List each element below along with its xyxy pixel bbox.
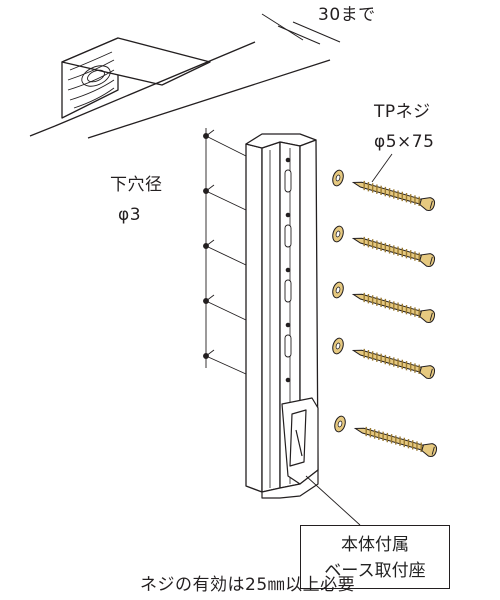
pilot-hole-guides bbox=[203, 128, 247, 375]
screw-holes bbox=[285, 157, 291, 383]
tp-screws bbox=[332, 169, 438, 457]
beam-wall-edge bbox=[29, 125, 56, 137]
screw-head bbox=[419, 197, 436, 211]
wood-grain bbox=[67, 51, 115, 109]
screw-size-label: φ5×75 bbox=[374, 132, 435, 152]
pilot-hole-size-label: φ3 bbox=[118, 205, 142, 225]
beam-back-edge bbox=[87, 59, 331, 139]
rail-slots bbox=[284, 169, 292, 358]
screw-leader-line bbox=[371, 153, 393, 183]
wood-beam bbox=[29, 37, 331, 139]
dimension-label: 30まで bbox=[318, 5, 376, 25]
base-mount-label-box: 本体付属 ベース取付座 bbox=[300, 525, 450, 589]
rail-left-face bbox=[245, 143, 263, 493]
base-mount-bracket bbox=[261, 397, 319, 499]
tp-screw bbox=[332, 225, 436, 267]
beam-top-face bbox=[61, 37, 211, 86]
tp-screw bbox=[332, 169, 436, 211]
base-leader-line bbox=[305, 475, 361, 526]
tp-screw bbox=[334, 415, 438, 457]
screw-head bbox=[419, 365, 436, 379]
screw-head bbox=[421, 443, 438, 457]
screw-head bbox=[419, 309, 436, 323]
rail-front-face bbox=[261, 141, 281, 493]
base-mount-label-line2: ベース取付座 bbox=[324, 561, 426, 581]
dimension-marker bbox=[261, 13, 341, 45]
note-label: ネジの有効は25㎜以上必要 bbox=[140, 575, 356, 595]
vertical-rail bbox=[245, 133, 319, 499]
base-mount-label-line1: 本体付属 bbox=[341, 535, 409, 555]
beam-bottom-edge bbox=[54, 41, 256, 127]
screw-head bbox=[419, 253, 436, 267]
screw-name-label: TPネジ bbox=[374, 102, 431, 122]
tp-screw bbox=[332, 281, 436, 323]
tp-screw bbox=[332, 337, 436, 379]
pilot-hole-name-label: 下穴径 bbox=[110, 175, 163, 195]
